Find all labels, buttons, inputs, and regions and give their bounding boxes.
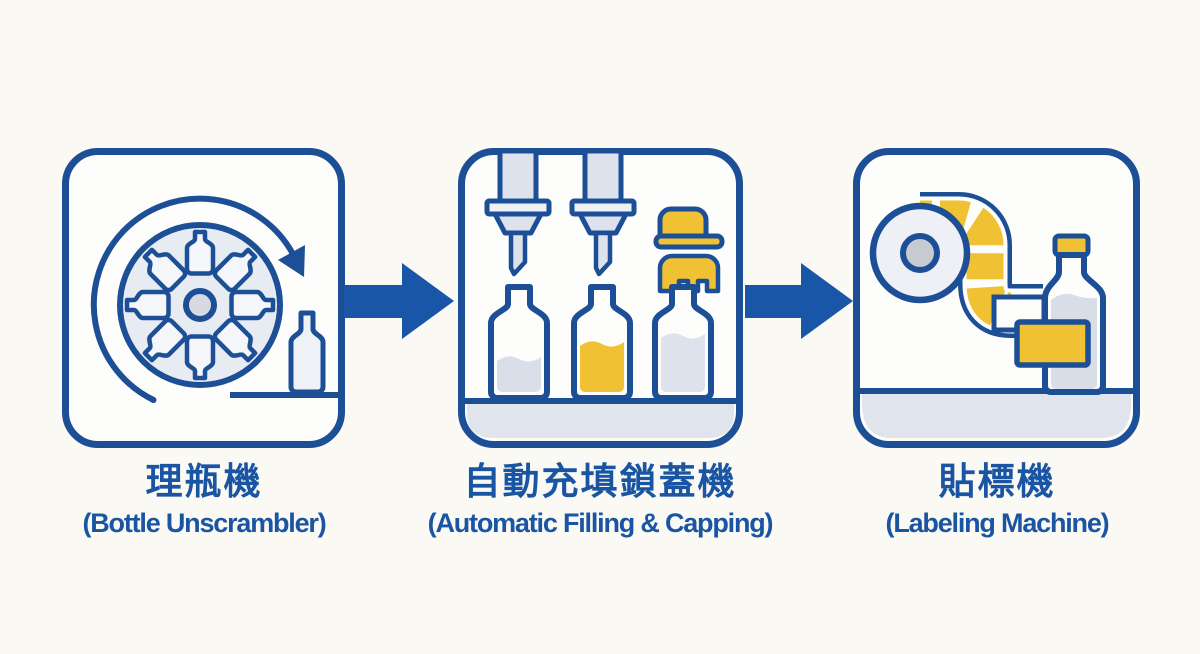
flow-arrow-icon [745,263,853,339]
stage-title-zh: 自動充填鎖蓋機 [463,461,737,502]
filling-nozzle-icon [484,148,552,277]
applied-label [1014,319,1091,368]
labeling-machine-icon [860,192,1133,438]
labeled-bottle-icon [1042,233,1106,395]
stage-panel-filling-capping [458,148,743,448]
crown-cap-icon [657,253,721,294]
filling-capping-icon [465,148,736,438]
bottle-filled-icon [571,284,633,401]
outfeed-bottle-icon [288,310,326,395]
disc-bottles [124,229,276,381]
flow-arrow-icon [344,263,454,339]
label-roll-icon [869,202,971,304]
stage-caption-1: 理瓶機 (Bottle Unscrambler) [24,460,384,542]
bottle-cap-icon [653,206,725,250]
stage-caption-3: 貼標機 (Labeling Machine) [817,460,1177,542]
stage-title-en: (Labeling Machine) [885,508,1110,538]
stage-title-en: (Automatic Filling & Capping) [427,508,774,538]
stage-caption-2: 自動充填鎖蓋機 (Automatic Filling & Capping) [380,460,820,542]
filling-nozzle-icon [569,148,637,277]
stage-title-zh: 貼標機 [938,461,1056,502]
stage-panel-labeling-machine [853,148,1140,448]
clockwise-rotation-arrow-icon [90,195,305,403]
roll-hub [900,233,940,273]
stage-title-en: (Bottle Unscrambler) [82,508,326,538]
conveyor [465,398,736,438]
stage-title-zh: 理瓶機 [145,461,263,502]
bottle-empty-icon [488,284,550,401]
center-hub [183,288,217,322]
rotary-unscrambler-icon [90,195,338,403]
rotary-disc [117,222,283,388]
stage-panel-bottle-unscrambler [62,148,345,448]
bottle-capped-icon [652,284,714,401]
conveyor [860,388,1133,438]
